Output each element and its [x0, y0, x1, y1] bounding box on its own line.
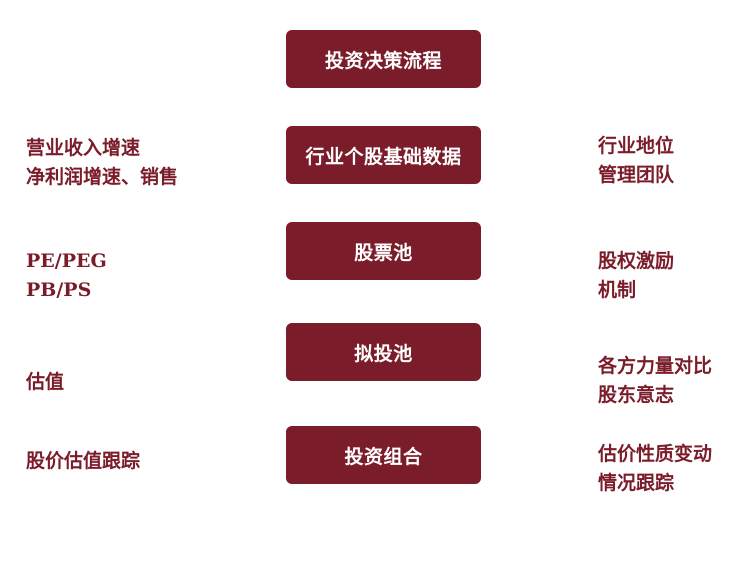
- note-line: PB/PS: [26, 279, 92, 301]
- right-note-valuation-change: 估价性质变动 情况跟踪: [598, 440, 712, 498]
- left-note-growth: 营业收入增速 净利润增速、销售: [26, 134, 178, 192]
- step-label: 拟投池: [354, 342, 413, 365]
- note-line: 行业地位: [598, 135, 675, 157]
- left-note-valuation: 估值: [26, 368, 64, 397]
- right-note-power-balance: 各方力量对比 股东意志: [598, 352, 712, 410]
- note-line: 净利润增速、销售: [26, 166, 179, 188]
- note-line: 机制: [598, 279, 637, 301]
- note-line: 股东意志: [598, 384, 675, 406]
- step-stock-pool: 股票池: [286, 222, 481, 280]
- step-candidate-pool: 拟投池: [286, 323, 481, 381]
- left-note-price-tracking: 股价估值跟踪: [26, 447, 140, 476]
- note-line: 估价性质变动: [598, 443, 713, 465]
- left-note-valuation-ratios: PE/PEG PB/PS: [26, 247, 107, 305]
- note-line: 营业收入增速: [26, 137, 141, 159]
- note-line: 股权激励: [598, 250, 675, 272]
- step-industry-stock-data: 行业个股基础数据: [286, 126, 481, 184]
- right-note-equity-incentive: 股权激励 机制: [598, 247, 674, 305]
- note-line: 各方力量对比: [598, 355, 713, 377]
- note-line: PE/PEG: [26, 250, 107, 272]
- note-line: 股价估值跟踪: [26, 450, 141, 472]
- step-investment-process: 投资决策流程: [286, 30, 481, 88]
- step-label: 行业个股基础数据: [305, 145, 462, 168]
- note-line: 管理团队: [598, 164, 675, 186]
- step-portfolio: 投资组合: [286, 426, 481, 484]
- step-label: 股票池: [354, 241, 413, 264]
- step-label: 投资决策流程: [324, 49, 442, 72]
- note-line: 情况跟踪: [598, 472, 675, 494]
- step-label: 投资组合: [344, 445, 423, 468]
- note-line: 估值: [26, 371, 65, 393]
- right-note-industry-position: 行业地位 管理团队: [598, 132, 674, 190]
